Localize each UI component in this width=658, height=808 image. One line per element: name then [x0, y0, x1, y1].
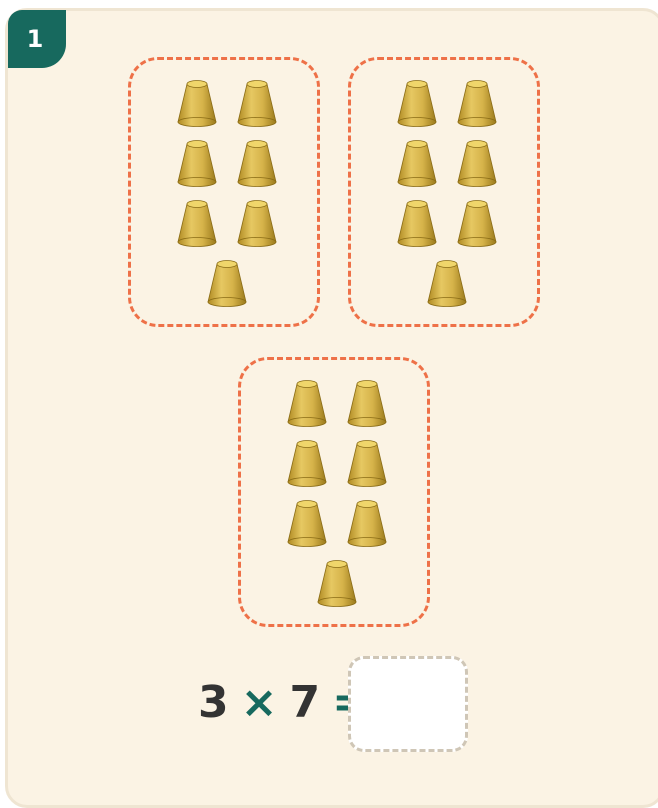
- cone-icon: [314, 558, 360, 610]
- equation-factor-left: 3: [198, 677, 229, 728]
- cone-icon: [174, 198, 220, 250]
- cone-icon: [454, 78, 500, 130]
- cone-icon: [454, 138, 500, 190]
- cone-icon: [344, 498, 390, 550]
- cone-icon: [394, 78, 440, 130]
- cone-group-3: [238, 357, 430, 627]
- cone-icon: [394, 198, 440, 250]
- problem-number-badge: 1: [8, 10, 66, 68]
- cone-icon: [284, 498, 330, 550]
- cone-icon: [344, 378, 390, 430]
- multiplication-equation: 3 × 7 =: [198, 672, 369, 732]
- cone-icon: [454, 198, 500, 250]
- cone-icon: [234, 198, 280, 250]
- cone-icon: [284, 438, 330, 490]
- cone-icon: [174, 138, 220, 190]
- cone-icon: [344, 438, 390, 490]
- cone-group-2: [348, 57, 540, 327]
- equation-factor-right: 7: [290, 677, 321, 728]
- times-sign: ×: [241, 677, 278, 728]
- cone-icon: [234, 138, 280, 190]
- cone-group-1: [128, 57, 320, 327]
- cone-icon: [394, 138, 440, 190]
- problem-number: 1: [27, 25, 44, 53]
- cone-icon: [204, 258, 250, 310]
- cone-icon: [234, 78, 280, 130]
- cone-icon: [424, 258, 470, 310]
- cone-icon: [284, 378, 330, 430]
- cone-icon: [174, 78, 220, 130]
- answer-input-box[interactable]: [348, 656, 468, 752]
